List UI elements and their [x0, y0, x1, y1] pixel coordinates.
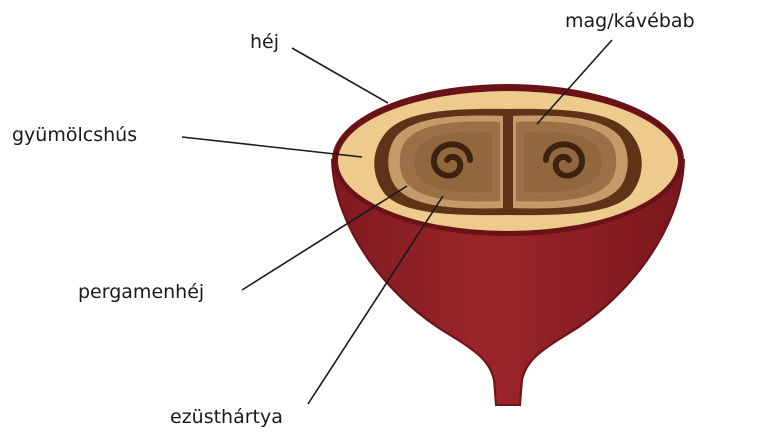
bean-left-inner [414, 131, 492, 193]
bean-seam [503, 112, 513, 212]
label-pergamenhej: pergamenhéj [78, 281, 205, 303]
label-gyumolcshus: gyümölcshús [12, 124, 138, 146]
spiral-right [543, 141, 585, 179]
spiral-left [431, 141, 473, 179]
bean-right-inner [524, 131, 602, 193]
label-hej: héj [250, 31, 280, 53]
label-ezusthartya: ezüsthártya [170, 406, 283, 428]
leader-mag [536, 39, 613, 125]
label-mag-kavebab: mag/kávébab [565, 10, 695, 32]
leader-ezusthartya [307, 195, 444, 405]
leader-gyumolcshus [181, 136, 363, 158]
leader-pergamenhej [241, 185, 408, 291]
leader-hej [291, 47, 389, 104]
